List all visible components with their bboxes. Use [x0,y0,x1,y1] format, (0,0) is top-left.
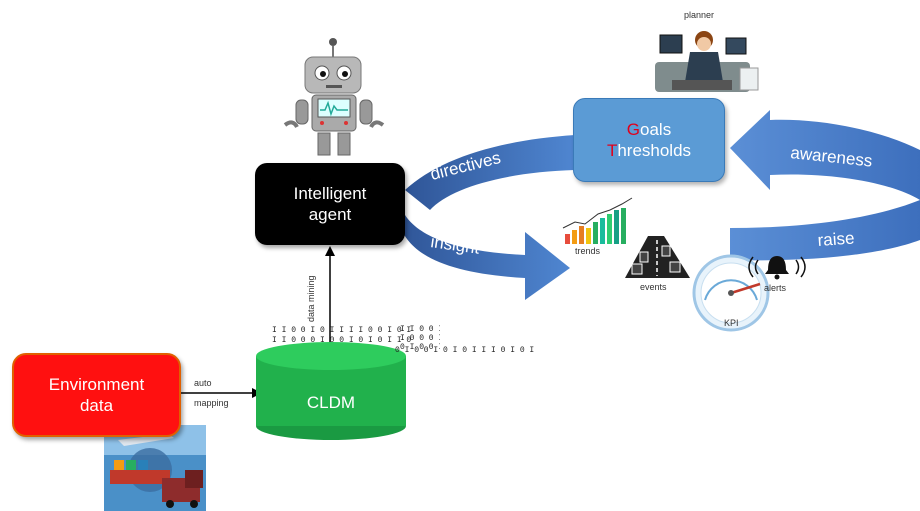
data-mining-arrowhead [325,246,335,256]
goals-line: Goals [607,119,691,140]
binary-column: I I 0 0 I I 0 0 0 0 I 0 I I 0 I 0 0 0 I … [400,325,440,352]
goals-thresholds-box: Goals Thresholds [573,98,725,182]
auto-label: auto [194,378,212,388]
planner-label: planner [684,10,715,20]
agent-line2: agent [308,205,352,224]
mapping-label: mapping [194,398,229,408]
raise-arrow [730,200,920,261]
raise-label: raise [817,228,855,250]
environment-line2: data [79,396,114,415]
transport-collage-icon [104,425,206,511]
cldm-label: CLDM [307,393,355,412]
cldm-cylinder [256,342,406,440]
binary-row: I I 0 0 0 I 0 0 I 0 I 0 I I 0 [272,336,411,345]
binary-row: 0 I 0 0 I I 0 I I 0 I I I 0 0 [400,343,440,352]
awareness-arrow [730,110,920,200]
trends-icon [562,197,633,244]
binary-row: I 0 0 0 I 0 I I I 0 0 0 I 0 I [400,334,440,343]
thresholds-rest: hresholds [617,141,692,160]
kpi-label: KPI [724,318,739,328]
data-mining-label: data mining [306,275,316,322]
binary-data: I I 0 0 I 0 I I I I 0 0 I 0 I I I 0 0 0 … [272,326,534,355]
environment-data-box: Environment data [12,353,181,437]
trends-label: trends [575,246,601,256]
thresholds-initial: T [606,141,618,160]
kpi-gauge-icon [692,254,770,332]
agent-line1: Intelligent [293,183,367,203]
alerts-label: alerts [764,283,787,293]
goals-rest: oals [640,119,672,139]
alert-bell-icon [748,256,806,280]
binary-row: I I 0 0 I 0 I I I I 0 0 I 0 I [272,326,411,335]
thresholds-line: Thresholds [607,140,691,161]
goals-initial: G [626,119,641,139]
intelligent-agent-box: Intelligent agent [255,163,405,245]
events-label: events [640,282,667,292]
robot-icon [283,38,385,156]
environment-line1: Environment [48,374,145,394]
planner-icon [655,31,759,92]
directives-arrow [405,135,575,210]
events-icon [625,236,690,278]
insight-arrow [400,215,570,300]
binary-row: I I 0 0 I I 0 0 0 0 I 0 I I 0 [400,325,440,334]
binary-row: 0 I 0 0 I 0 I 0 I I I 0 I 0 I [395,346,534,355]
